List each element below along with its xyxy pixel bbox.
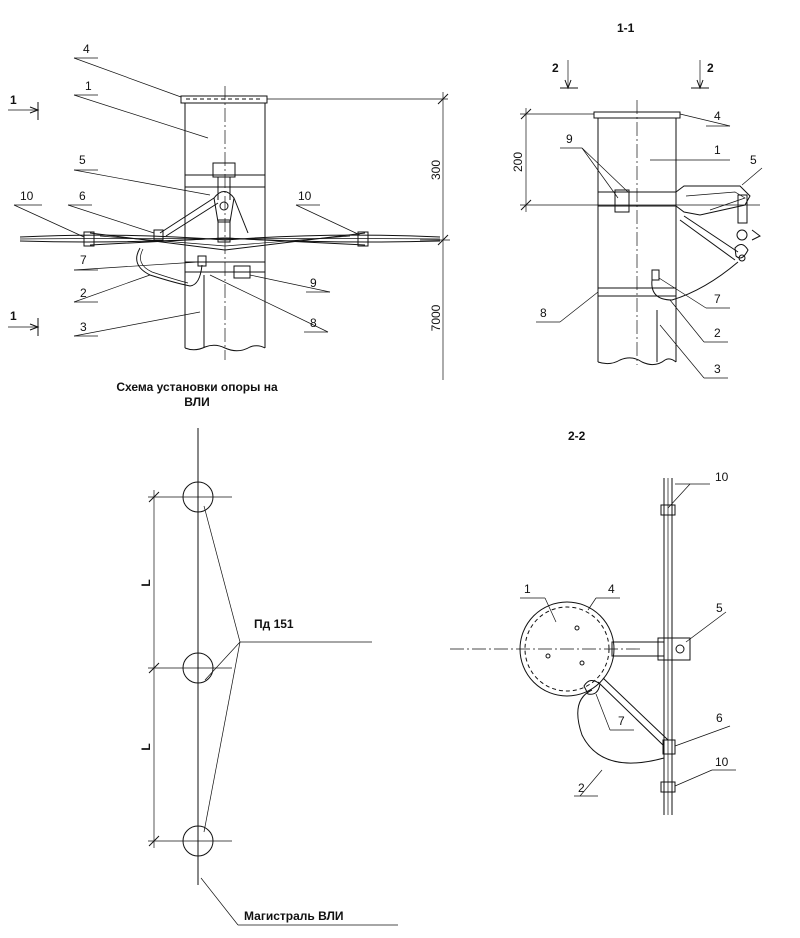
clamp-6-2-2	[662, 739, 676, 755]
plate-9-1-1	[614, 189, 630, 213]
callout-10-top-2-2: 10	[715, 470, 729, 484]
callout-5-1-1: 5	[750, 153, 757, 167]
callout-3: 3	[80, 320, 87, 334]
callout-5: 5	[79, 153, 86, 167]
cut-mark-1-bottom: 1	[10, 309, 17, 323]
callout-6: 6	[79, 189, 86, 203]
callout-2-2-2: 2	[578, 781, 585, 795]
ground-wire	[136, 247, 203, 287]
ground-wire-1-1	[651, 261, 739, 301]
callout-1-1-1: 1	[714, 143, 721, 157]
dim-L-2: L	[139, 743, 153, 750]
dim-200: 200	[511, 152, 525, 172]
section-2-2: 2-2 1 4 5 10	[450, 429, 736, 815]
plate-9	[233, 265, 251, 279]
callout-4-1-1: 4	[714, 109, 721, 123]
callout-3-1-1: 3	[714, 362, 721, 376]
clamp-6	[153, 229, 164, 241]
clamp-left	[83, 231, 95, 247]
callout-4-2-2: 4	[608, 582, 615, 596]
scheme-title-line2: ВЛИ	[184, 395, 209, 409]
cut-mark-2-left: 2	[552, 61, 559, 75]
label-main-line: Магистраль ВЛИ	[244, 909, 344, 923]
callout-4: 4	[83, 42, 90, 56]
pole-section-circle	[519, 601, 615, 697]
hook-bracket	[212, 162, 236, 178]
clamp-top-2-2	[660, 504, 676, 516]
callout-10-left: 10	[20, 189, 34, 203]
section-title-2-2: 2-2	[568, 429, 586, 443]
callout-8-1-1: 8	[540, 306, 547, 320]
terminal-7	[197, 255, 207, 267]
cut-mark-2-right: 2	[707, 61, 714, 75]
callout-2: 2	[80, 286, 87, 300]
callout-1: 1	[85, 79, 92, 93]
callout-10-right: 10	[298, 189, 312, 203]
section-title-1-1: 1-1	[617, 21, 635, 35]
label-pd151: Пд 151	[254, 617, 294, 631]
clamp-right	[357, 231, 369, 247]
front-view: 300 7000 1 1 4 1 5 6 10 10 7	[8, 42, 450, 380]
ground-wire-2-2	[577, 689, 665, 764]
callout-8: 8	[310, 316, 317, 330]
bracket-5-2-2	[611, 641, 665, 657]
pole-cap	[180, 95, 268, 104]
terminal-7-2-2	[583, 680, 601, 695]
cut-mark-1-top: 1	[10, 93, 17, 107]
callout-7-1-1: 7	[714, 292, 721, 306]
callout-7-2-2: 7	[618, 714, 625, 728]
band-lower	[184, 261, 266, 273]
callout-9-1-1: 9	[566, 132, 573, 146]
callout-2-1-1: 2	[714, 326, 721, 340]
callout-10-bottom-2-2: 10	[715, 755, 729, 769]
callout-5-2-2: 5	[716, 601, 723, 615]
clamp-bottom-2-2	[660, 781, 676, 793]
dim-L-1: L	[139, 579, 153, 586]
scheme-title-line1: Схема установки опоры на	[116, 380, 278, 394]
callout-7: 7	[80, 253, 87, 267]
dim-7000: 7000	[429, 304, 443, 331]
callout-6-2-2: 6	[716, 711, 723, 725]
section-1-1: 1-1 2 2	[511, 21, 763, 379]
installation-scheme: Схема установки опоры на ВЛИ L L Пд 151 …	[116, 380, 398, 926]
band-upper	[184, 174, 266, 188]
bracket-5	[675, 185, 751, 216]
callout-9: 9	[310, 276, 317, 290]
dim-300: 300	[429, 160, 443, 180]
callout-1-2-2: 1	[524, 582, 531, 596]
